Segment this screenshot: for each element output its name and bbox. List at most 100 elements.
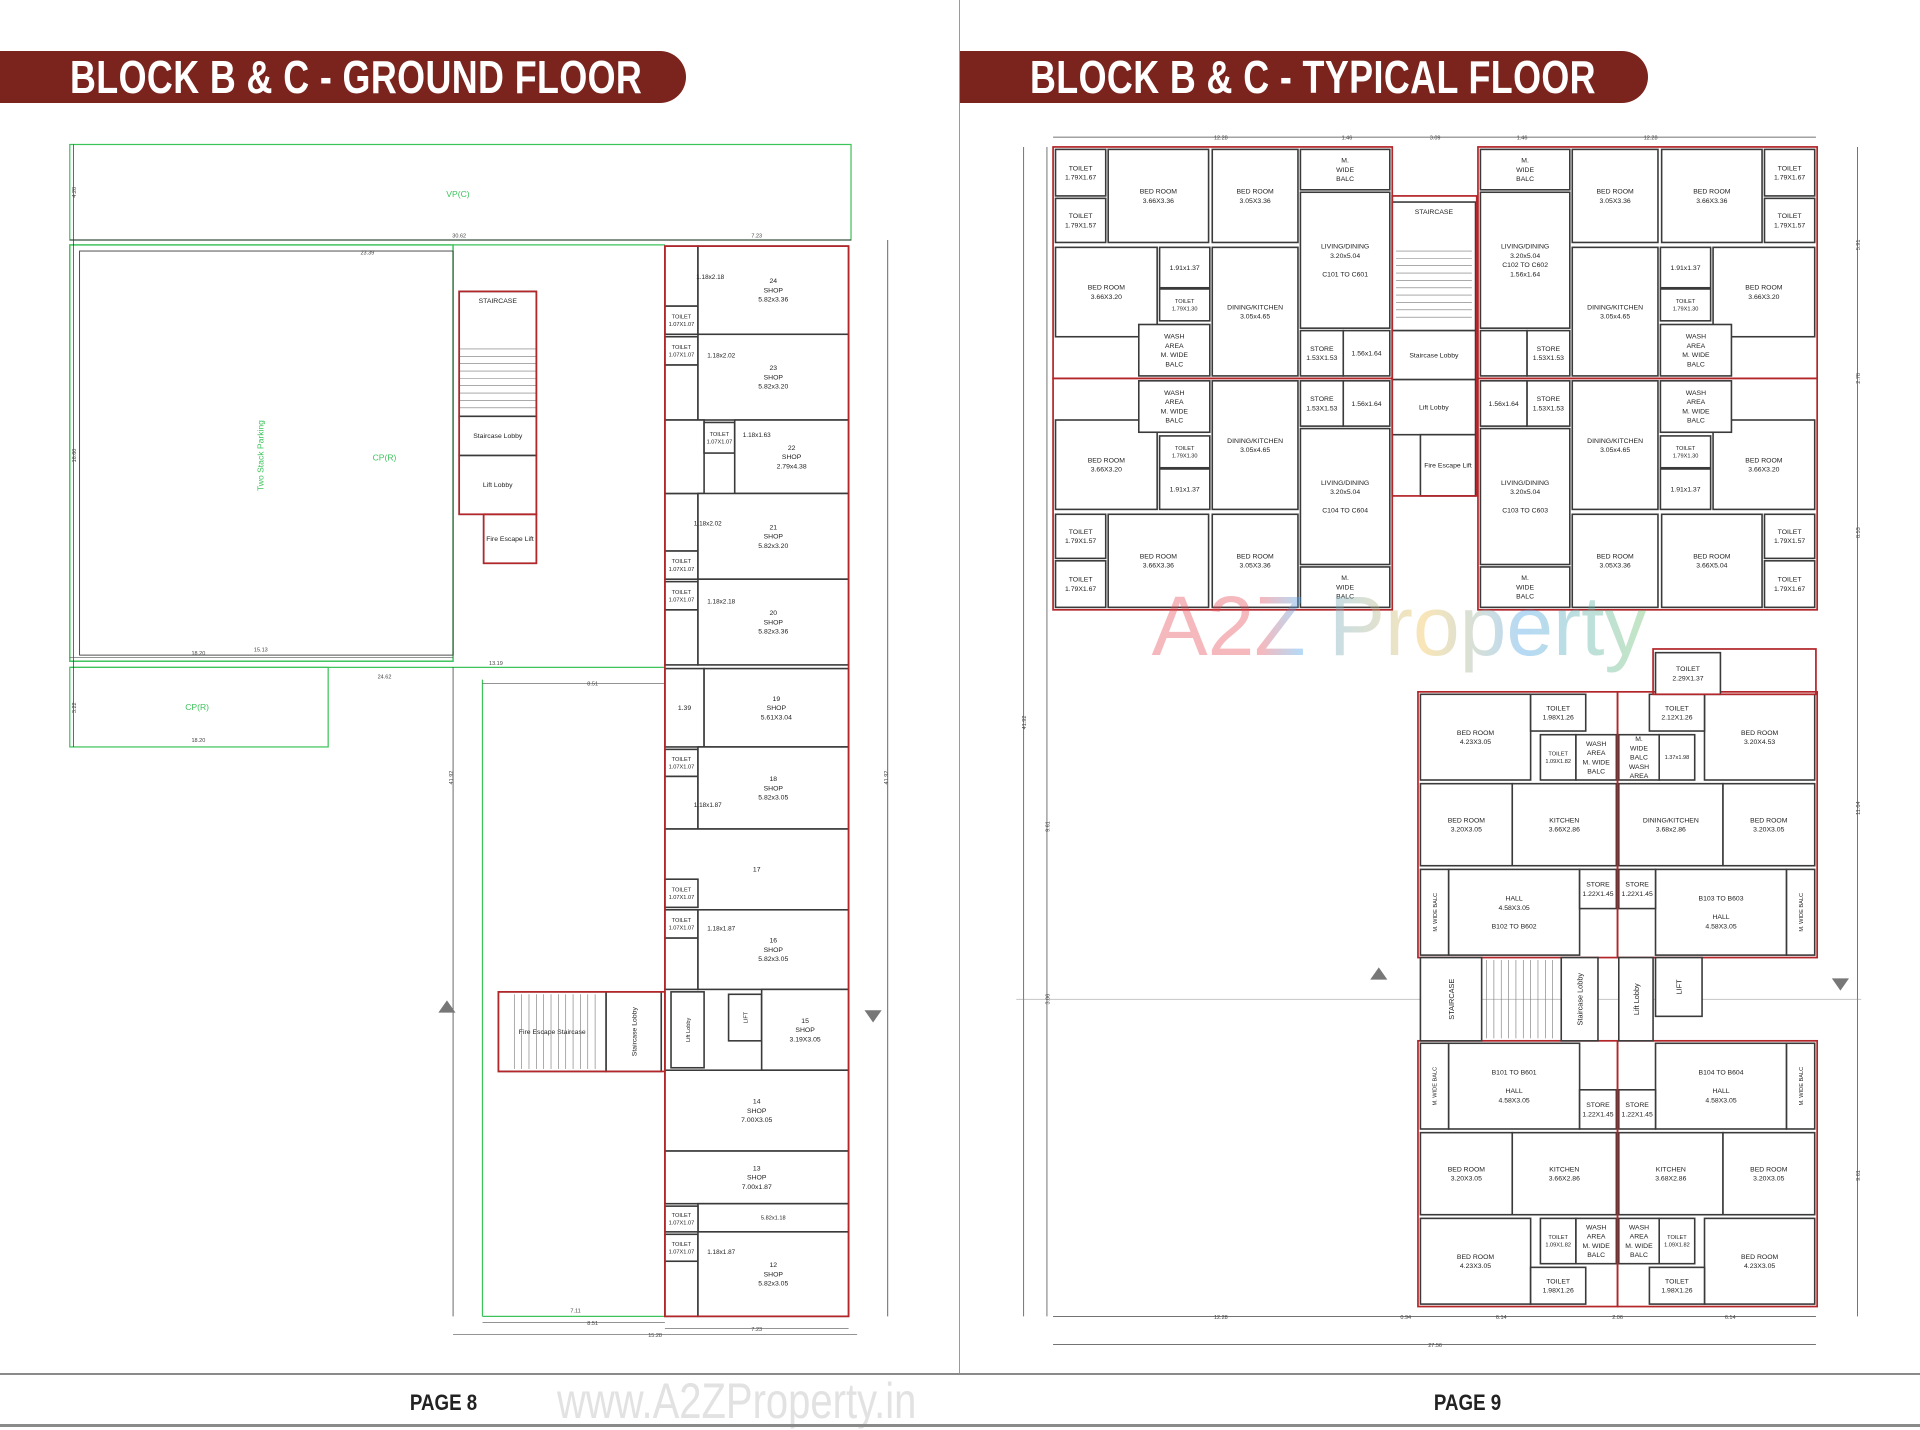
room-label: BED ROOM — [1457, 1254, 1495, 1261]
section-marker-icon — [1831, 978, 1849, 991]
room-label: BALC — [1630, 755, 1648, 762]
room-label: 3.20X3.05 — [1753, 827, 1784, 834]
room-label: 1.07X1.07 — [669, 926, 695, 932]
room — [664, 245, 699, 307]
room-label: M. WIDE BALC — [1433, 893, 1439, 932]
room-label: TOILET — [1546, 705, 1571, 712]
section-marker-icon — [438, 1000, 456, 1013]
room-label: BED ROOM — [1750, 1166, 1788, 1173]
dimension-label: 2.78 — [1856, 373, 1862, 384]
room-label: AREA — [1687, 399, 1706, 406]
room-label: 1.91x1.37 — [1670, 265, 1700, 272]
room — [1299, 427, 1391, 566]
dimension-label: 1.46 — [1517, 136, 1528, 142]
dimension-label: 3.09 — [1430, 136, 1441, 142]
area-label: 1.18x1.63 — [743, 432, 771, 439]
room-label: BED ROOM — [1457, 730, 1495, 737]
room — [1659, 246, 1712, 289]
room-label: 1.53X1.53 — [1533, 355, 1564, 362]
room-label: 3.66X3.36 — [1696, 198, 1727, 205]
room-label: SHOP — [764, 785, 784, 792]
room-label: 2.12X1.26 — [1661, 715, 1692, 722]
room-label: BED ROOM — [1140, 553, 1178, 560]
room-label: STORE — [1537, 346, 1561, 353]
room-label: 1.07X1.07 — [669, 322, 695, 328]
room-label: 1.07X1.07 — [669, 352, 695, 358]
left-page-header: BLOCK B & C - GROUND FLOOR — [0, 51, 686, 103]
room-label: BED ROOM — [1088, 457, 1126, 464]
room-label: BALC — [1630, 1252, 1648, 1259]
room-label: 3.66X2.86 — [1549, 827, 1580, 834]
zone-label: VP(C) — [446, 189, 469, 199]
room — [1654, 868, 1788, 956]
area-label: 1.18x2.02 — [694, 520, 722, 527]
room-label: C101 TO C601 — [1322, 271, 1368, 278]
room-label: SHOP — [764, 619, 784, 626]
area-label: 1.18x2.02 — [707, 353, 735, 360]
room-label: TOILET — [1069, 213, 1094, 220]
room-label: 17 — [753, 867, 761, 874]
room-label: WIDE — [1516, 584, 1534, 591]
room-label: 4.23X3.05 — [1460, 1263, 1491, 1270]
room-label: 1.79X1.30 — [1673, 307, 1699, 313]
room — [1158, 435, 1211, 469]
room — [1479, 427, 1571, 566]
room-label: C102 TO C602 — [1502, 262, 1548, 269]
area-label: 1.18x1.87 — [707, 1249, 735, 1256]
room-label: BED ROOM — [1745, 457, 1783, 464]
room-label: 1.22X1.45 — [1582, 891, 1613, 898]
room-label: TOILET — [672, 1213, 692, 1219]
room — [1158, 246, 1211, 289]
room-label: TOILET — [672, 314, 692, 320]
room — [1703, 1217, 1816, 1305]
room-label: M. — [1635, 736, 1643, 743]
room-label: M. WIDE — [1582, 1243, 1610, 1250]
room — [664, 550, 699, 580]
page-number-right: PAGE 9 — [1433, 1390, 1502, 1415]
dimension-label: 6.14 — [1725, 1315, 1736, 1321]
room-label: LIFT — [1675, 979, 1684, 995]
room-label: TOILET — [1676, 446, 1696, 452]
room — [664, 364, 699, 421]
dimension-label: 15.28 — [648, 1333, 662, 1339]
room — [1571, 148, 1659, 244]
unit-outline — [1616, 1039, 1819, 1308]
area-label: 1.18x1.87 — [694, 802, 722, 809]
room-label: 1.22X1.45 — [1622, 891, 1653, 898]
room-label: BED ROOM — [1088, 285, 1126, 292]
zone-label: CP(R) — [185, 702, 209, 712]
room-label: TOILET — [672, 918, 692, 924]
room-label: Lift Lobby — [483, 482, 513, 489]
room-label: SHOP — [764, 534, 784, 541]
room — [1712, 246, 1816, 338]
dimension-label: 12.28 — [1214, 1315, 1228, 1321]
room — [1722, 782, 1816, 867]
unit-outline — [1391, 195, 1478, 497]
room — [1654, 651, 1722, 696]
room-label: 3.66X3.20 — [1091, 467, 1122, 474]
room-label: 1.79X1.30 — [1673, 454, 1699, 460]
room-label: 1.07X1.07 — [669, 1249, 695, 1255]
room-label: BED ROOM — [1693, 553, 1731, 560]
room — [1617, 1131, 1724, 1216]
room-label: 1.07X1.07 — [669, 597, 695, 603]
dimension-label: 7.11 — [570, 1309, 580, 1315]
room-label: WASH — [1586, 741, 1606, 748]
room — [664, 1233, 699, 1263]
dimension-label: 6.14 — [1496, 1315, 1507, 1321]
room — [1447, 868, 1581, 956]
room-label: WASH — [1586, 1224, 1606, 1231]
dimension-label: 7.23 — [751, 1327, 762, 1333]
parking-outline — [79, 250, 454, 656]
room-label: 5.82x3.36 — [758, 629, 788, 636]
area-label: 1.18x2.18 — [707, 599, 735, 606]
room-label: BALC — [1336, 594, 1354, 601]
room — [664, 419, 705, 495]
room-label: 3.05X3.36 — [1600, 563, 1631, 570]
room-label: TOILET — [1778, 577, 1803, 584]
room — [1526, 380, 1571, 427]
room-label: 5.82x3.05 — [758, 1281, 788, 1288]
dimension-label: 11.64 — [1856, 801, 1862, 814]
room-label: STAIRCASE — [479, 298, 518, 305]
room-label: DINING/KITCHEN — [1227, 438, 1283, 445]
